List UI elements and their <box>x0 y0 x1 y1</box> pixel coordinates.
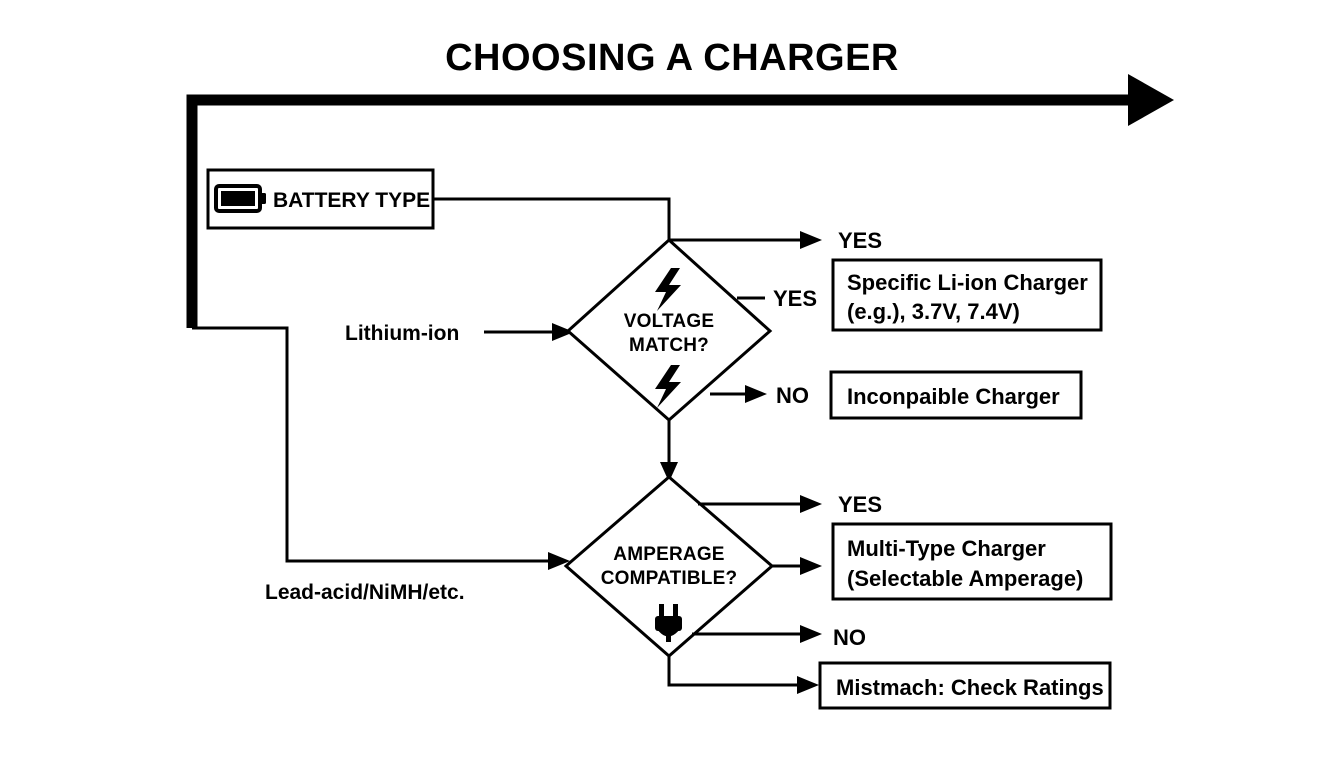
edge-amperage-to-multitype-arrowhead <box>800 557 822 575</box>
edge-rail-to-amperage-arrowhead <box>548 552 570 570</box>
decision-amperage-compatible[interactable]: AMPERAGE COMPATIBLE? <box>563 475 775 658</box>
decision-amperage-label-line1: AMPERAGE <box>613 544 724 565</box>
decision-voltage-match[interactable]: VOLTAGE MATCH? <box>565 237 773 422</box>
edge-voltage-top-yes-arrowhead <box>800 231 822 249</box>
outcome-mismatch-line1: Mistmach: Check Ratings <box>836 675 1104 700</box>
outcome-incompatible-charger[interactable]: Inconpaible Charger <box>829 370 1083 420</box>
input-label-lithium-ion: Lithium-ion <box>345 322 459 345</box>
edge-voltage-no-arrowhead <box>745 385 767 403</box>
plug-icon <box>655 604 682 642</box>
edge-battery-to-voltage <box>433 197 671 240</box>
branch-label-voltage-no: NO <box>776 383 809 408</box>
decision-voltage-label-line2: MATCH? <box>629 335 709 356</box>
edge-amperage-yes-arrowhead <box>800 495 822 513</box>
edge-amperage-to-mismatch-arrowhead <box>797 676 819 694</box>
edge-rail-to-amperage <box>192 326 548 563</box>
outcome-li-ion-charger[interactable]: Specific Li-ion Charger (e.g.), 3.7V, 7.… <box>831 258 1103 332</box>
lightning-bolt-icon <box>655 268 681 311</box>
edge-amperage-no-arrowhead <box>800 625 822 643</box>
edge-voltage-to-amperage-arrowhead <box>660 462 678 482</box>
outcome-multi-type-charger[interactable]: Multi-Type Charger (Selectable Amperage) <box>831 522 1113 601</box>
outcome-li-ion-line2: (e.g.), 3.7V, 7.4V) <box>847 299 1020 324</box>
branch-label-voltage-side-yes: YES <box>773 286 817 311</box>
lightning-bolt-icon <box>655 365 681 408</box>
outcome-incompatible-line1: Inconpaible Charger <box>847 384 1060 409</box>
edge-lithium-arrowhead <box>552 323 574 341</box>
decision-amperage-label-line2: COMPATIBLE? <box>601 568 738 589</box>
rail-arrowhead <box>1128 74 1174 126</box>
branch-label-amperage-yes: YES <box>838 492 882 517</box>
edge-amperage-to-mismatch <box>667 656 797 687</box>
battery-icon <box>214 184 266 213</box>
branch-label-voltage-top-yes: YES <box>838 228 882 253</box>
main-flow-rail <box>186 74 1174 328</box>
input-label-lead-acid: Lead-acid/NiMH/etc. <box>265 581 465 604</box>
decision-voltage-label-line1: VOLTAGE <box>624 311 714 332</box>
outcome-multitype-line2: (Selectable Amperage) <box>847 566 1083 591</box>
outcome-multitype-line1: Multi-Type Charger <box>847 536 1046 561</box>
node-battery-type-label: BATTERY TYPE <box>273 189 430 212</box>
outcome-mismatch-check-ratings[interactable]: Mistmach: Check Ratings <box>818 661 1112 710</box>
branch-label-amperage-no: NO <box>833 625 866 650</box>
outcome-li-ion-line1: Specific Li-ion Charger <box>847 270 1088 295</box>
page-title: CHOOSING A CHARGER <box>445 37 899 79</box>
node-battery-type[interactable]: BATTERY TYPE <box>206 168 435 230</box>
